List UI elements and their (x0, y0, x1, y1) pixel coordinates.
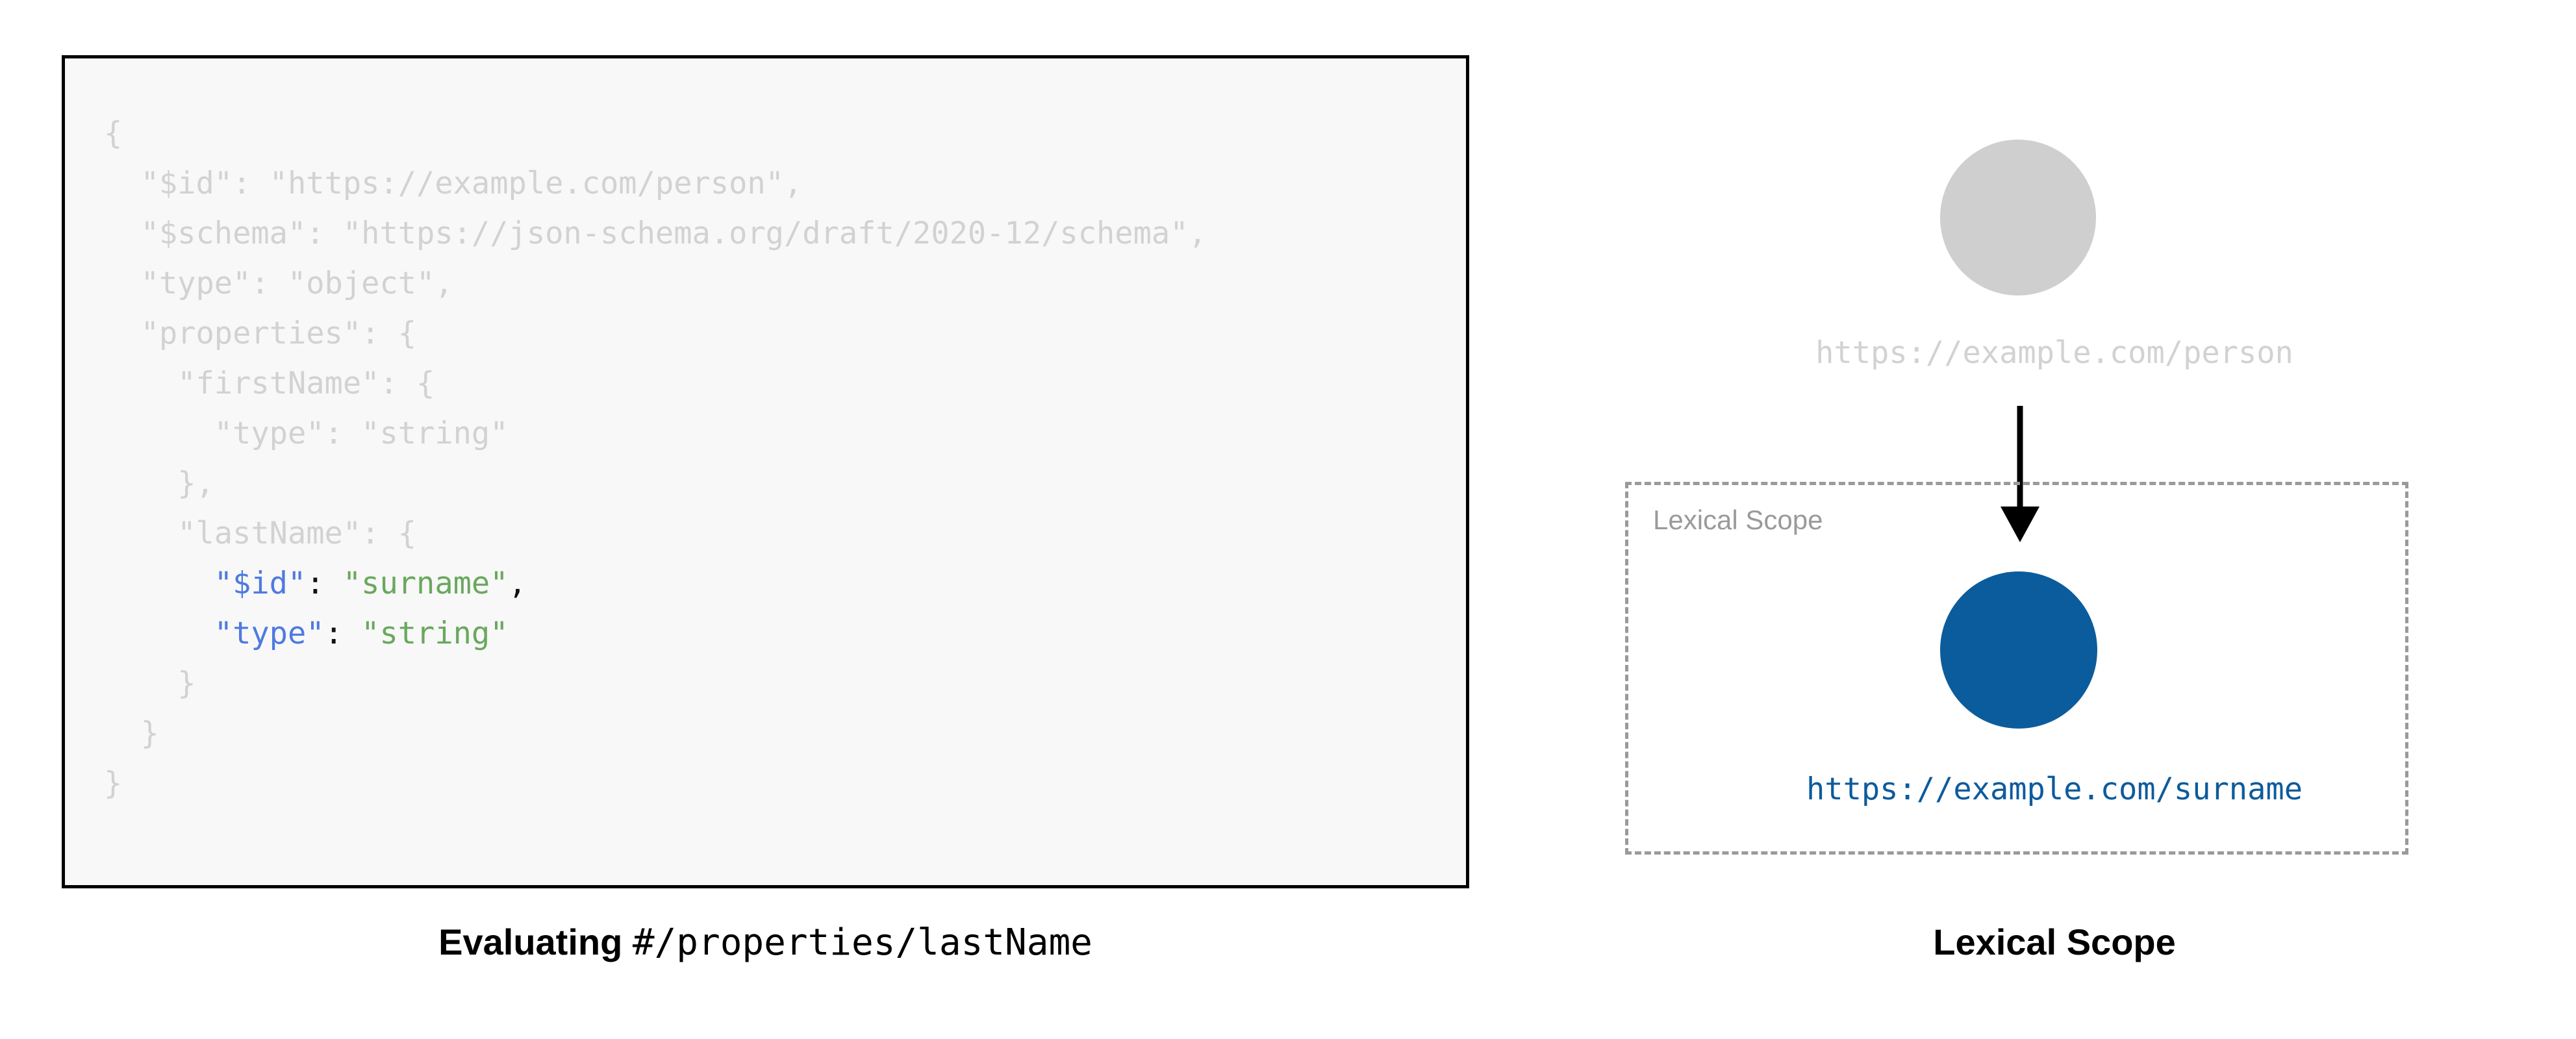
code-token: "type" (214, 616, 325, 651)
code-line: "properties": { (104, 308, 1207, 358)
scoped-node-uri-label: https://example.com/surname (1806, 771, 2303, 807)
code-token: } (104, 766, 123, 801)
code-line: "$id": "surname", (104, 558, 1207, 608)
lexical-scope-diagram-panel: https://example.com/person Lexical Scope… (1533, 0, 2576, 1039)
code-token: "surname" (342, 566, 509, 601)
code-token: , (508, 566, 527, 601)
code-token: "$id": "https://example.com/person", (140, 166, 803, 201)
code-token: "$schema": "https://json-schema.org/draf… (140, 216, 1207, 251)
code-panel-caption: Evaluating #/properties/lastName (62, 921, 1469, 964)
code-token: }, (177, 466, 214, 501)
code-line: "type": "string" (104, 608, 1207, 658)
code-token: "type": "object", (140, 266, 453, 301)
code-line: "type": "object", (104, 258, 1207, 308)
diagram-panel-caption: Lexical Scope (1933, 921, 2176, 962)
code-token: { (104, 116, 123, 151)
code-token: "string" (361, 616, 509, 651)
root-node-circle-icon (1940, 140, 2096, 295)
root-node-uri-label: https://example.com/person (1815, 335, 2293, 371)
code-line: "lastName": { (104, 508, 1207, 558)
code-line: } (104, 658, 1207, 708)
code-line: "firstName": { (104, 358, 1207, 408)
code-token: "lastName": { (177, 516, 417, 551)
code-line: "$id": "https://example.com/person", (104, 158, 1207, 208)
code-block: { "$id": "https://example.com/person", "… (62, 55, 1469, 888)
code-line: }, (104, 458, 1207, 508)
code-token: "properties": { (140, 316, 417, 351)
code-token: : (306, 566, 343, 601)
json-schema-code-panel: { "$id": "https://example.com/person", "… (62, 55, 1469, 964)
scoped-node-circle-icon (1940, 571, 2097, 729)
code-token: "type": "string" (214, 416, 509, 451)
code-token: "$id" (214, 566, 307, 601)
lexical-scope-boundary-box: Lexical Scope (1625, 482, 2408, 855)
code-listing: { "$id": "https://example.com/person", "… (104, 108, 1207, 808)
code-token: } (177, 666, 196, 701)
code-line: "$schema": "https://json-schema.org/draf… (104, 208, 1207, 258)
code-line: } (104, 708, 1207, 758)
code-token: "firstName": { (177, 366, 435, 401)
caption-json-pointer: #/properties/lastName (632, 921, 1092, 964)
code-line: } (104, 758, 1207, 808)
lexical-scope-box-label: Lexical Scope (1653, 505, 1823, 535)
code-line: { (104, 108, 1207, 158)
caption-evaluating-label: Evaluating (438, 921, 633, 962)
code-token: : (324, 616, 362, 651)
code-line: "type": "string" (104, 408, 1207, 458)
code-token: } (140, 716, 159, 751)
